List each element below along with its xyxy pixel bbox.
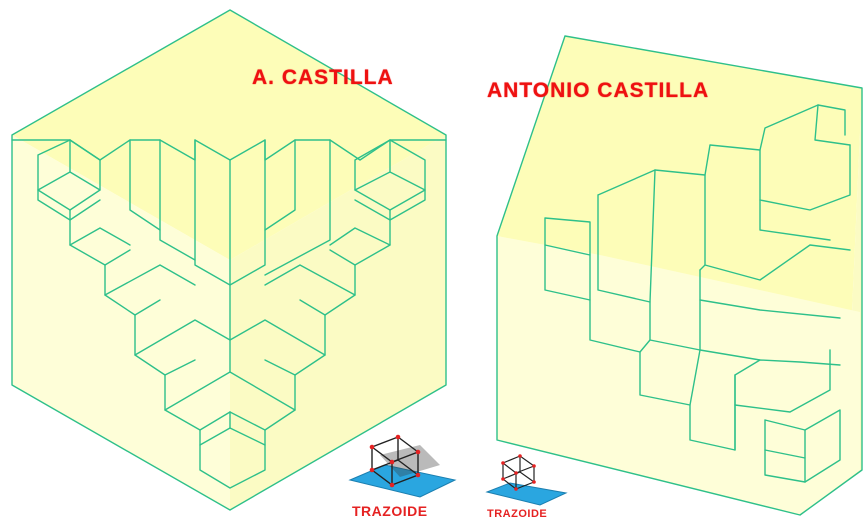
trazoide-logo-1	[348, 434, 457, 498]
left-stepped-cube	[11, 9, 447, 511]
trazoide-logo-2	[485, 454, 568, 506]
author-label-full: ANTONIO CASTILLA	[487, 79, 710, 102]
trazoide-logo-text-2: TRAZOIDE	[487, 508, 548, 520]
trazoide-logo-text-1: TRAZOIDE	[352, 503, 428, 519]
author-label-short: A. CASTILLA	[252, 66, 394, 89]
right-stepped-cube	[496, 35, 863, 516]
